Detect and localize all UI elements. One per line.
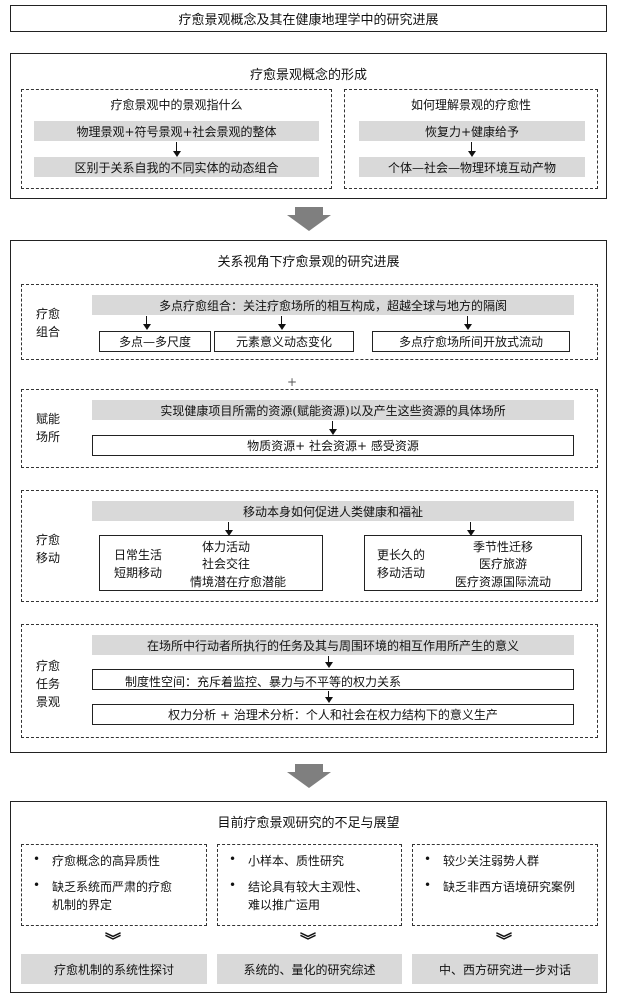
chevron-down-icon: ︾ bbox=[105, 931, 122, 950]
g1-item: 多点—多尺度 bbox=[99, 331, 211, 352]
g2-bottom-box: 物质资源+ 社会资源+ 感受资源 bbox=[92, 435, 574, 456]
arrow-shaft bbox=[470, 522, 471, 532]
g3-right-head: 移动活动 bbox=[377, 566, 426, 580]
outlook-col-3: • 较少关注弱势人群 • 缺乏非西方语境研究案例 bbox=[412, 844, 598, 926]
group-label-line: 组合 bbox=[36, 325, 61, 339]
arrow-head bbox=[325, 662, 333, 668]
section-progress-title: 关系视角下疗愈景观的研究进展 bbox=[217, 255, 400, 270]
outlook-result-3: 中、西方研究进一步对话 bbox=[412, 954, 598, 984]
section-outlook: 目前疗愈景观研究的不足与展望 • 疗愈概念的高异质性 • 缺乏系统而严肃的疗愈 … bbox=[10, 801, 607, 993]
g1-item: 多点疗愈场所间开放式流动 bbox=[372, 331, 570, 352]
arrow-head bbox=[225, 530, 233, 536]
bullet-icon: • bbox=[33, 852, 41, 866]
plus-sign: + bbox=[287, 375, 298, 389]
formation-right-box1: 恢复力+健康给予 bbox=[359, 121, 585, 141]
arrow-head bbox=[329, 429, 337, 435]
outlook-bullet: 较少关注弱势人群 bbox=[443, 854, 540, 868]
arrow-shaft bbox=[228, 522, 229, 532]
arrow-head bbox=[325, 697, 333, 703]
g3-top-box: 移动本身如何促进人类健康和福祉 bbox=[92, 501, 574, 521]
arrow-shaft bbox=[467, 316, 468, 326]
outlook-bullet: 缺乏系统而严肃的疗愈 bbox=[52, 880, 173, 894]
g4-mid-text: 制度性空间：充斥着监控、暴力与不平等的权力关系 bbox=[125, 675, 402, 689]
g3-right-item: 医疗旅游 bbox=[479, 557, 528, 571]
chevron-down-icon: ︾ bbox=[300, 931, 317, 950]
formation-left-title: 疗愈景观中的景观指什么 bbox=[110, 98, 243, 112]
g4-top-box: 在场所中行动者所执行的任务及其与周围环境的相互作用所产生的意义 bbox=[92, 635, 574, 655]
outlook-bullet: 小样本、质性研究 bbox=[248, 854, 345, 868]
bullet-icon: • bbox=[424, 878, 432, 892]
arrow-shaft bbox=[328, 656, 329, 665]
g3-right-head: 更长久的 bbox=[377, 548, 426, 562]
chevron-down-icon: ︾ bbox=[496, 931, 513, 950]
group-label-line: 疗愈 bbox=[36, 307, 61, 321]
formation-right-group: 如何理解景观的疗愈性 恢复力+健康给予 个体—社会—物理环境互动产物 bbox=[344, 89, 598, 189]
outlook-bullet: 机制的界定 bbox=[52, 898, 113, 912]
arrow-head bbox=[464, 324, 472, 330]
arrow-shaft bbox=[328, 691, 329, 700]
g1-item: 元素意义动态变化 bbox=[214, 331, 354, 352]
g3-left-item: 情境潜在疗愈潜能 bbox=[190, 575, 287, 589]
arrow-head bbox=[468, 151, 476, 157]
big-down-arrow-icon bbox=[287, 207, 331, 231]
group-label-line: 移动 bbox=[36, 551, 61, 565]
arrow-shaft bbox=[332, 421, 333, 431]
outlook-col-2: • 小样本、质性研究 • 结论具有较大主观性、 难以推广运用 bbox=[217, 844, 402, 926]
main-title: 疗愈景观概念及其在健康地理学中的研究进展 bbox=[178, 13, 439, 28]
arrow-shaft bbox=[176, 142, 177, 153]
group-label-line: 景观 bbox=[36, 695, 61, 709]
group-enabling-places: 赋能 场所 实现健康项目所需的资源(赋能资源)以及产生这些资源的具体场所 物质资… bbox=[21, 389, 598, 468]
formation-left-box2: 区别于关系自我的不同实体的动态组合 bbox=[34, 157, 319, 177]
g3-left-head: 短期移动 bbox=[114, 566, 163, 580]
g3-right-item: 季节性迁移 bbox=[473, 540, 534, 554]
formation-left-group: 疗愈景观中的景观指什么 物理景观+符号景观+社会景观的整体 区别于关系自我的不同… bbox=[21, 89, 332, 189]
outlook-bullet: 难以推广运用 bbox=[248, 898, 321, 912]
section-formation: 疗愈景观概念的形成 疗愈景观中的景观指什么 物理景观+符号景观+社会景观的整体 … bbox=[10, 53, 607, 199]
bullet-icon: • bbox=[229, 878, 237, 892]
big-down-arrow-icon bbox=[287, 764, 331, 788]
arrow-shaft bbox=[471, 142, 472, 153]
arrow-head bbox=[143, 324, 151, 330]
group-therapeutic-mobilities: 疗愈 移动 移动本身如何促进人类健康和福祉 日常生活 短期移动 体力活动 社会交… bbox=[21, 490, 598, 602]
outlook-bullet: 疗愈概念的高异质性 bbox=[52, 854, 161, 868]
g3-left-head: 日常生活 bbox=[114, 548, 163, 562]
arrow-head bbox=[173, 151, 181, 157]
arrow-shaft bbox=[146, 316, 147, 326]
bullet-icon: • bbox=[33, 878, 41, 892]
bullet-icon: • bbox=[424, 852, 432, 866]
group-label-line: 场所 bbox=[36, 430, 61, 444]
section-formation-title: 疗愈景观概念的形成 bbox=[249, 68, 367, 83]
formation-right-box2: 个体—社会—物理环境互动产物 bbox=[359, 157, 585, 177]
group-label-line: 任务 bbox=[36, 677, 61, 691]
outlook-col-1: • 疗愈概念的高异质性 • 缺乏系统而严肃的疗愈 机制的界定 bbox=[21, 844, 207, 926]
g4-bottom-box: 权力分析 + 治理术分析：个人和社会在权力结构下的意义生产 bbox=[92, 704, 574, 725]
section-outlook-title: 目前疗愈景观研究的不足与展望 bbox=[217, 816, 400, 831]
group-label-line: 赋能 bbox=[36, 412, 61, 426]
arrow-shaft bbox=[281, 316, 282, 326]
g1-top-box: 多点疗愈组合：关注疗愈场所的相互构成，超越全球与地方的隔阂 bbox=[92, 295, 574, 315]
group-label-line: 疗愈 bbox=[36, 533, 61, 547]
group-therapeutic-taskscapes: 疗愈 任务 景观 在场所中行动者所执行的任务及其与周围环境的相互作用所产生的意义… bbox=[21, 624, 598, 738]
g4-mid-box: 制度性空间：充斥着监控、暴力与不平等的权力关系 bbox=[92, 669, 574, 690]
g3-left-item: 体力活动 bbox=[202, 540, 251, 554]
g2-top-box: 实现健康项目所需的资源(赋能资源)以及产生这些资源的具体场所 bbox=[92, 400, 574, 420]
formation-right-title: 如何理解景观的疗愈性 bbox=[410, 98, 531, 112]
g3-left-box: 日常生活 短期移动 体力活动 社会交往 情境潜在疗愈潜能 bbox=[99, 535, 323, 591]
g3-right-box: 更长久的 移动活动 季节性迁移 医疗旅游 医疗资源国际流动 bbox=[364, 535, 582, 591]
bullet-icon: • bbox=[229, 852, 237, 866]
outlook-bullet: 缺乏非西方语境研究案例 bbox=[443, 880, 576, 894]
g3-left-item: 社会交往 bbox=[202, 557, 251, 571]
group-healing-assemblage: 疗愈 组合 多点疗愈组合：关注疗愈场所的相互构成，超越全球与地方的隔阂 多点—多… bbox=[21, 284, 598, 360]
group-label-line: 疗愈 bbox=[36, 659, 61, 673]
main-title-box: 疗愈景观概念及其在健康地理学中的研究进展 bbox=[10, 5, 607, 32]
outlook-result-1: 疗愈机制的系统性探讨 bbox=[21, 954, 207, 984]
outlook-bullet: 结论具有较大主观性、 bbox=[248, 880, 369, 894]
arrow-head bbox=[467, 530, 475, 536]
arrow-head bbox=[278, 324, 286, 330]
formation-left-box1: 物理景观+符号景观+社会景观的整体 bbox=[34, 121, 319, 141]
outlook-result-2: 系统的、量化的研究综述 bbox=[217, 954, 402, 984]
g3-right-item: 医疗资源国际流动 bbox=[455, 575, 552, 589]
section-progress: 关系视角下疗愈景观的研究进展 疗愈 组合 多点疗愈组合：关注疗愈场所的相互构成，… bbox=[10, 240, 607, 753]
